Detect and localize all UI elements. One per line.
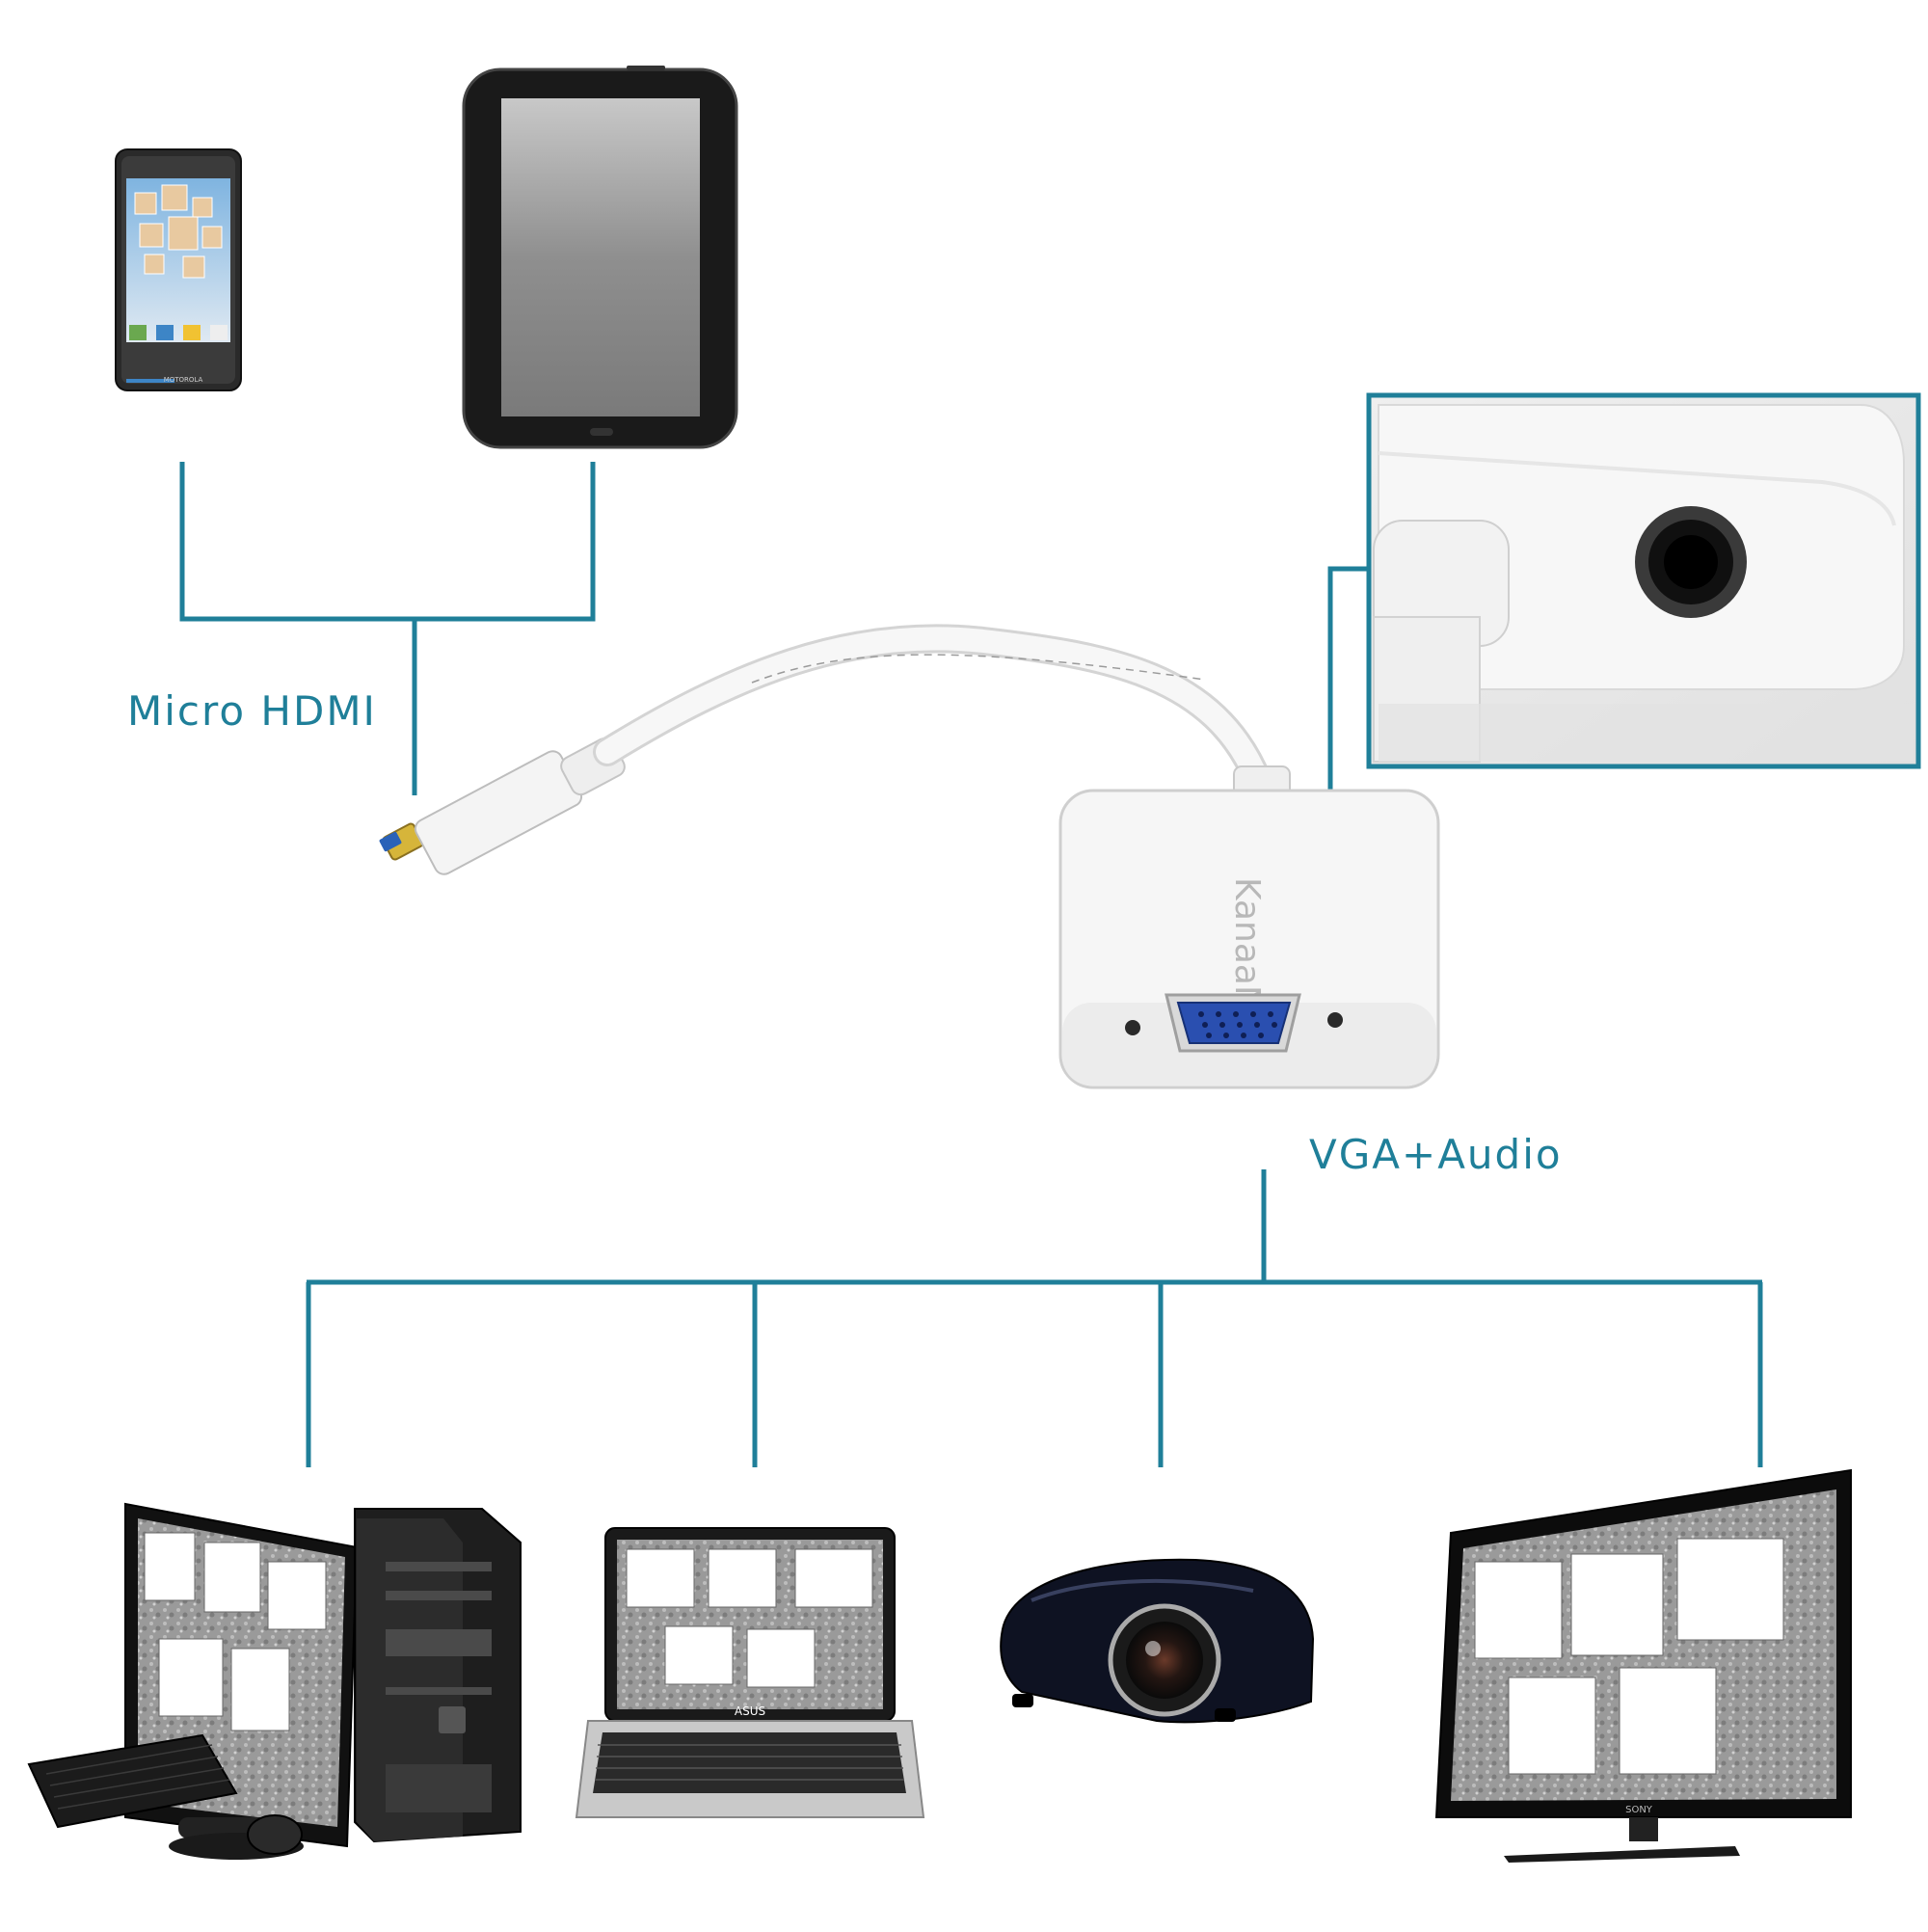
laptop-brand-text: ASUS	[735, 1704, 765, 1718]
adapter-brand-text: KanaaN	[1227, 877, 1267, 1011]
tv-brand-text: SONY	[1625, 1805, 1653, 1815]
tablet-icon	[462, 66, 738, 449]
source-bracket	[179, 462, 596, 622]
laptop-icon: ASUS	[575, 1527, 925, 1818]
detail-callout-line	[1327, 566, 1369, 794]
vga-audio-label: VGA+Audio	[1309, 1131, 1563, 1178]
tv-icon: SONY	[1434, 1468, 1852, 1863]
phone-brand-text: MOTOROLA	[164, 376, 203, 384]
desktop-pc-icon	[27, 1502, 522, 1860]
smartphone-icon: MOTOROLA	[115, 148, 242, 391]
adapter-icon: KanaaN	[379, 624, 1440, 1089]
connector-lines	[179, 462, 1763, 1467]
projector-icon	[1000, 1558, 1315, 1724]
micro-hdmi-label: Micro HDMI	[127, 687, 377, 735]
audio-port-detail-icon	[1366, 392, 1921, 769]
